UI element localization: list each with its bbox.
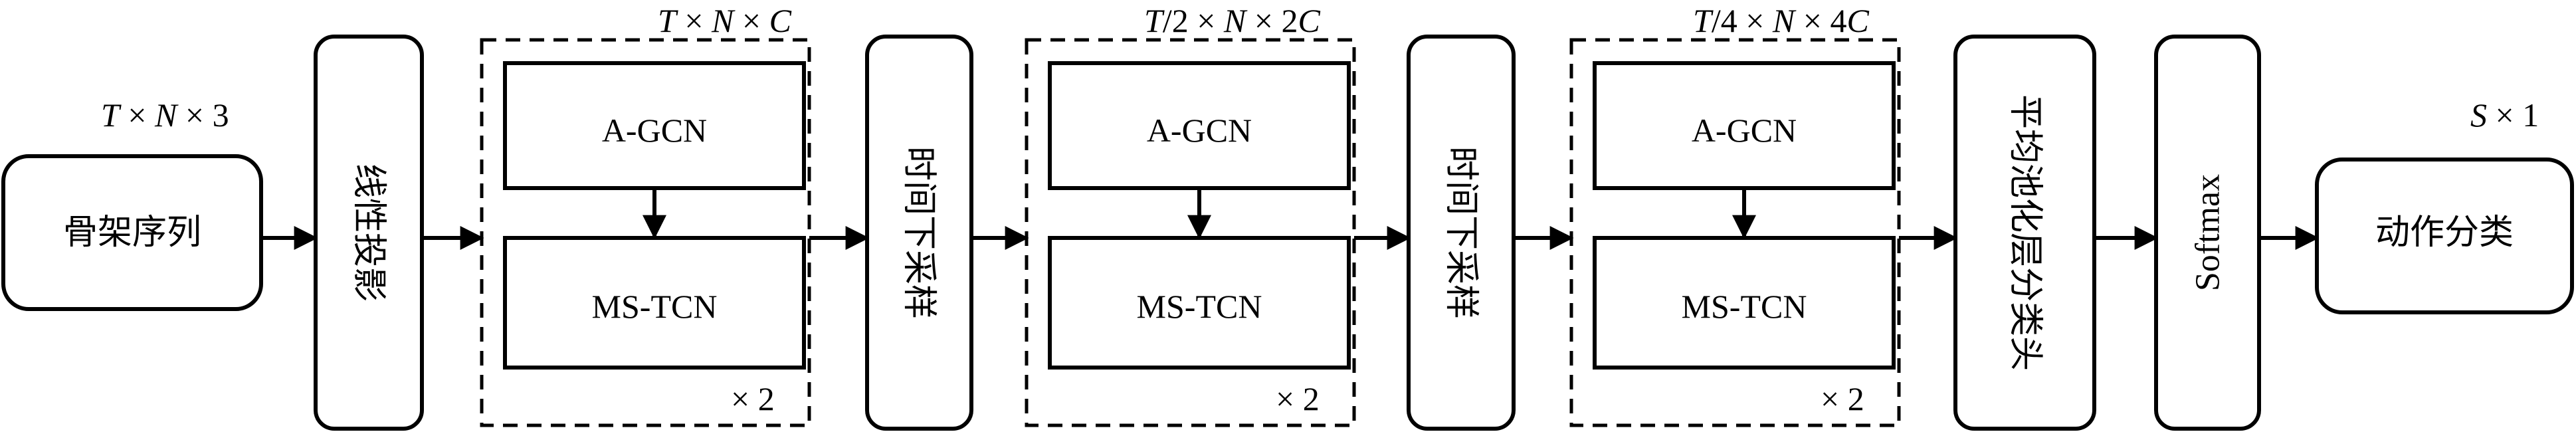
stage1-agcn-label: A-GCN	[602, 112, 707, 149]
stage3-repeat-label: × 2	[1821, 380, 1864, 417]
downsample2-node	[1407, 35, 1516, 431]
projection-label: 线性投影	[349, 163, 389, 302]
stage1-mstcn-label: MS-TCN	[592, 288, 718, 325]
projection-node	[314, 35, 424, 431]
downsample1-label: 时间下采样	[899, 146, 939, 319]
stage3-agcn-label: A-GCN	[1692, 112, 1797, 149]
input-label: 骨架序列	[63, 213, 201, 253]
stage2-mstcn-label: MS-TCN	[1137, 288, 1262, 325]
stage2-shape-label: T/2 × N × 2C	[1144, 2, 1320, 39]
input-shape-label: T × N × 3	[101, 96, 229, 134]
stage1-agcn-node	[503, 61, 806, 190]
softmax-label: Softmax	[2189, 174, 2227, 291]
stage1-repeat-label: × 2	[731, 380, 775, 417]
output-node	[2315, 158, 2574, 314]
downsample1-node	[865, 35, 973, 431]
stage1-mstcn-node	[503, 236, 806, 370]
stage3-mstcn-label: MS-TCN	[1682, 288, 1807, 325]
stage1-shape-label: T × N × C	[658, 2, 792, 39]
softmax-node	[2154, 35, 2261, 431]
pool-head-node	[1953, 35, 2096, 431]
stage3-shape-label: T/4 × N × 4C	[1693, 2, 1869, 39]
stage2-mstcn-node	[1048, 236, 1351, 370]
stage3-mstcn-node	[1593, 236, 1896, 370]
downsample2-label: 时间下采样	[1441, 146, 1481, 319]
output-shape-label: S × 1	[2470, 96, 2539, 134]
output-label: 动作分类	[2375, 213, 2514, 253]
stage2-agcn-node	[1048, 61, 1351, 190]
input-node	[1, 154, 263, 311]
stage2-repeat-label: × 2	[1276, 380, 1320, 417]
stage3-agcn-node	[1593, 61, 1896, 190]
stage2-agcn-label: A-GCN	[1147, 112, 1252, 149]
pool-head-label: 平均池化层分类头	[2005, 94, 2045, 371]
